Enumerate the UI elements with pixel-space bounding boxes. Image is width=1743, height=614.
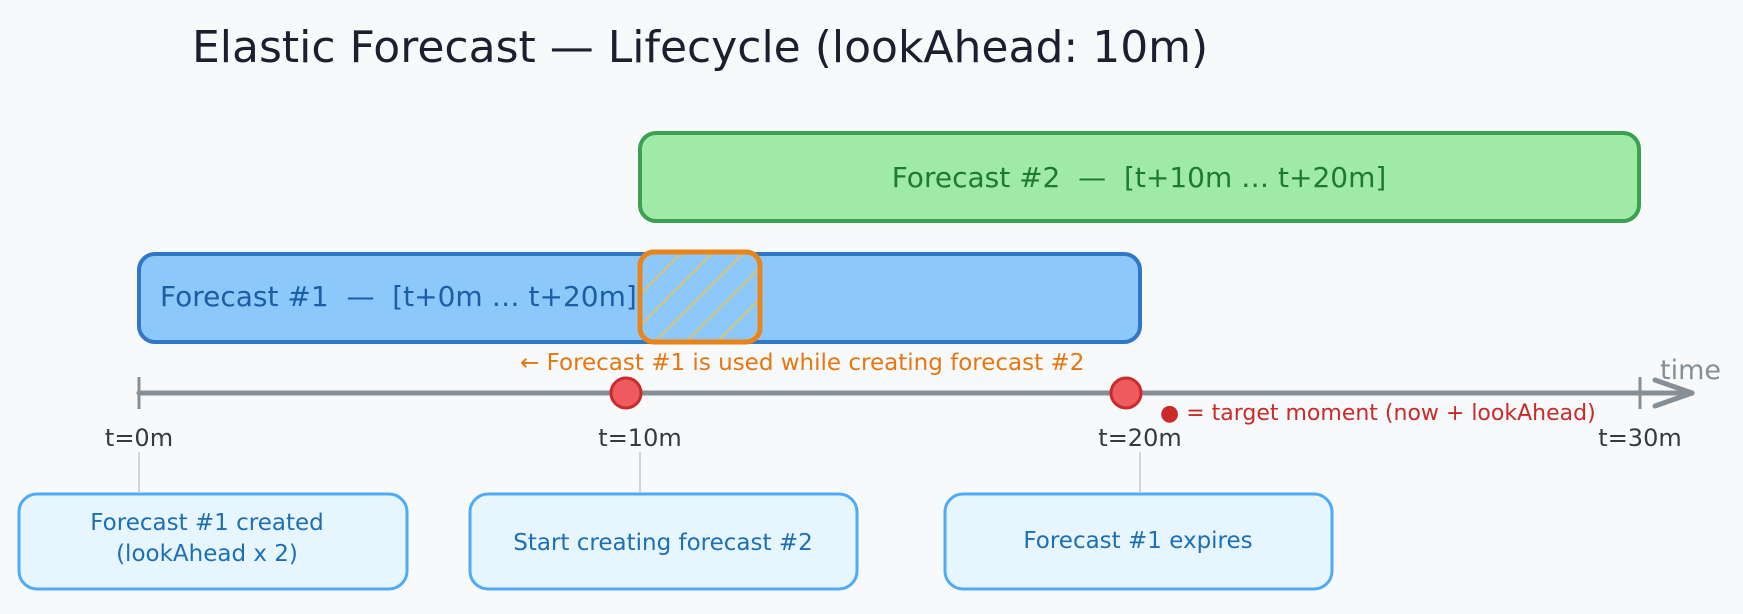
tick-label-0: t=0m (105, 424, 173, 452)
target-moment-legend: ● = target moment (now + lookAhead) (1160, 401, 1596, 426)
event-box-expires: Forecast #1 expires (943, 492, 1334, 591)
event-box-start-forecast-2-line-1: Start creating forecast #2 (513, 530, 812, 556)
event-box-start-forecast-2: Start creating forecast #2 (468, 492, 859, 591)
tick-label-20: t=20m (1098, 424, 1181, 452)
forecast-1-label: Forecast #1 — [t+0m … t+20m] (160, 280, 637, 313)
time-axis: time (136, 355, 1721, 409)
forecast-2-label: Forecast #2 — [t+10m … t+20m] (892, 161, 1387, 194)
event-box-created-line-1: Forecast #1 created (90, 510, 323, 536)
overlap-region (637, 249, 763, 345)
event-box-expires-line-1: Forecast #1 expires (1023, 528, 1252, 554)
tick-label-10: t=10m (598, 424, 681, 452)
axis-end-label: time (1660, 355, 1721, 386)
forecast-2-rect (638, 131, 1641, 223)
event-box-expires-rect (943, 492, 1334, 591)
tick-label-30: t=30m (1598, 424, 1681, 452)
target-moment-marker-20 (1109, 376, 1143, 410)
event-box-created: Forecast #1 created (lookAhead x 2) (17, 492, 409, 591)
event-box-created-rect (17, 492, 409, 591)
overlap-note: ← Forecast #1 is used while creating for… (520, 350, 1084, 376)
axis-arrowhead (1652, 377, 1695, 409)
event-box-start-forecast-2-rect (468, 492, 859, 591)
page-title: Elastic Forecast — Lifecycle (lookAhead:… (192, 22, 1208, 73)
event-box-created-line-2: (lookAhead x 2) (116, 541, 298, 567)
target-moment-marker-10 (609, 376, 643, 410)
forecast-2-bar: Forecast #2 — [t+10m … t+20m] (638, 131, 1641, 223)
